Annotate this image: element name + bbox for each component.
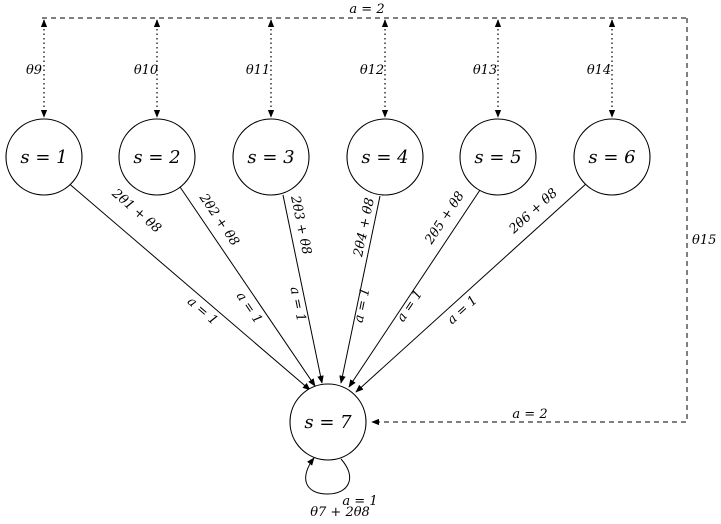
self-loop-action: a = 1 [342, 494, 377, 509]
self-loop-weight: θ7 + 2θ8 [310, 505, 370, 520]
solid-edges: 2θ1 + θ8 2θ2 + θ8 2θ3 + θ8 2θ4 + θ8 2θ5 … [65, 180, 588, 393]
edge-action-s3: a = 1 [287, 286, 309, 323]
state-circle [5, 118, 83, 196]
state-circle [459, 118, 537, 196]
dotted-weight-s5: θ13 [473, 63, 497, 78]
state-circle [232, 118, 310, 196]
bottom-action-label: a = 2 [512, 407, 547, 422]
state-s4: s = 4 [346, 118, 424, 196]
state-circle [346, 118, 424, 196]
state-label: s = 4 [361, 147, 408, 168]
edge-weight-s6: 2θ6 + θ8 [506, 186, 561, 238]
edge-action-s5: a = 1 [394, 287, 426, 325]
state-circle [289, 383, 367, 461]
edge-weight-s3: 2θ3 + θ8 [287, 194, 314, 256]
state-label: s = 5 [474, 147, 521, 168]
edge-action-s1: a = 1 [184, 294, 220, 328]
state-s5: s = 5 [459, 118, 537, 196]
state-s7: s = 7 [289, 383, 367, 461]
self-loop-arrow [305, 457, 351, 495]
dotted-edges: θ9 θ10 θ11 θ12 θ13 θ14 [26, 19, 616, 118]
dotted-weight-s6: θ14 [587, 63, 611, 78]
self-loop-s7: a = 1 θ7 + 2θ8 [305, 457, 378, 520]
state-s6: s = 6 [573, 118, 651, 196]
top-action-label: a = 2 [349, 2, 384, 17]
state-label: s = 6 [588, 147, 635, 168]
edge-action-s6: a = 1 [445, 293, 481, 328]
state-circle [118, 118, 196, 196]
state-label: s = 1 [20, 147, 67, 168]
state-s3: s = 3 [232, 118, 310, 196]
dotted-weight-s3: θ11 [246, 63, 270, 78]
state-label: s = 2 [133, 147, 180, 168]
edge-s6-s7 [355, 182, 588, 393]
edge-s4-s7 [339, 195, 381, 384]
dashed-path-right-to-s7 [371, 18, 688, 426]
state-circle [573, 118, 651, 196]
edge-s5-s7 [348, 189, 481, 388]
state-label: s = 7 [304, 412, 352, 433]
state-s1: s = 1 [5, 118, 83, 196]
edge-action-s4: a = 1 [352, 287, 374, 324]
edge-s2-s7 [177, 183, 316, 387]
edge-s1-s7 [65, 180, 311, 391]
dotted-weight-s4: θ12 [360, 63, 384, 78]
edge-weight-s4: 2θ4 + θ8 [351, 197, 378, 259]
dotted-weight-s1: θ9 [26, 63, 42, 78]
right-weight-label: θ15 [692, 233, 716, 248]
state-label: s = 3 [247, 147, 294, 168]
dotted-weight-s2: θ10 [134, 63, 158, 78]
state-s2: s = 2 [118, 118, 196, 196]
state-nodes: s = 1 s = 2 s = 3 s = 4 s = 5 s = 6 s = … [5, 118, 651, 461]
edge-action-s2: a = 1 [233, 289, 265, 327]
dashed-return-path: a = 2 θ15 a = 2 [42, 2, 716, 426]
edge-s3-s7 [282, 194, 324, 384]
